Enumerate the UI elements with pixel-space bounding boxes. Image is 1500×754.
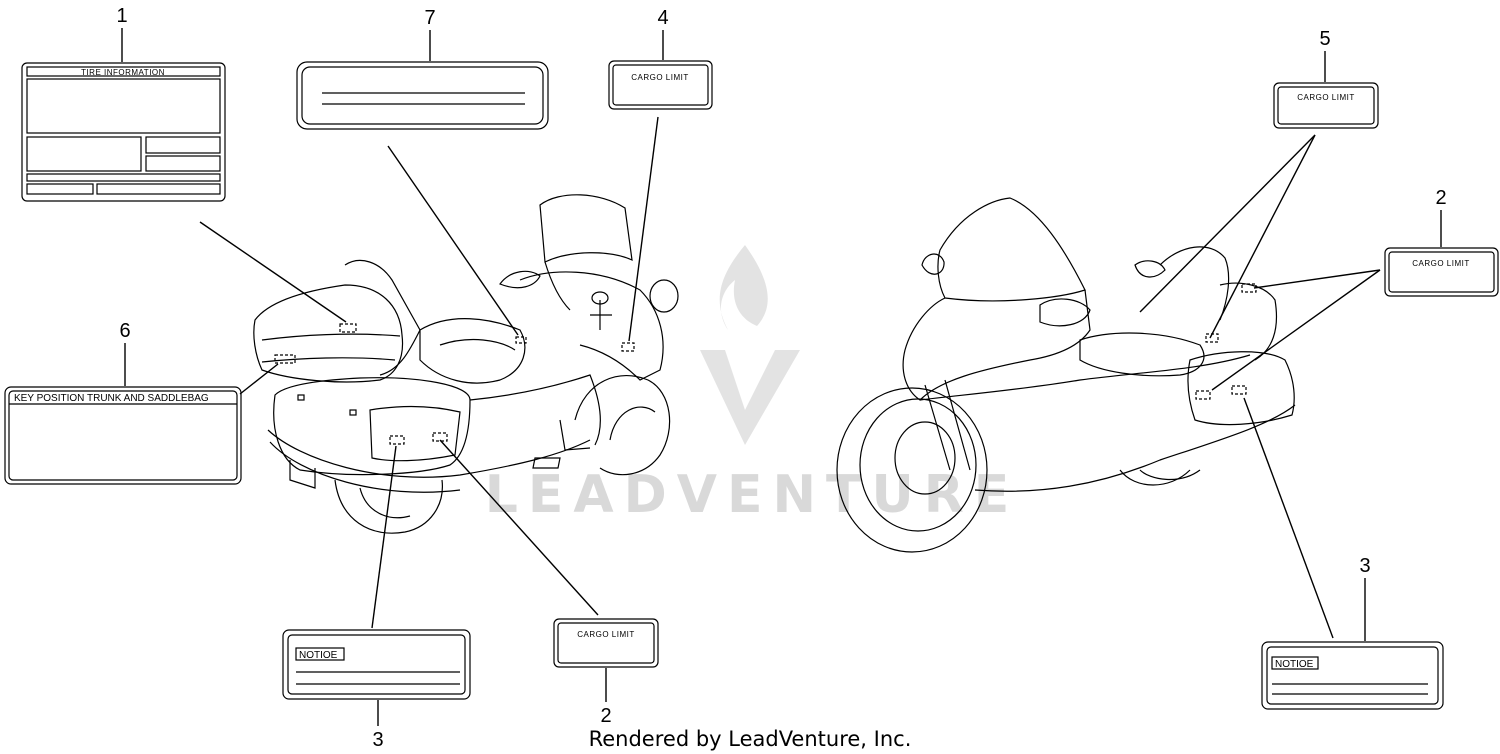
cargo-limit-label-5: CARGO LIMIT [1273,51,1379,129]
tire-information-title: TIRE INFORMATION [81,68,165,77]
callout-2-right: 2 [1435,187,1446,209]
key-position-text: KEY POSITION TRUNK AND SADDLEBAG [14,393,209,404]
motorcycle-left-illustration [253,194,679,534]
cargo-limit-text-4: CARGO LIMIT [631,73,689,82]
callout-3-left: 3 [372,729,383,751]
cargo-limit-label-2-left: CARGO LIMIT [553,618,659,702]
cargo-limit-text-2-right: CARGO LIMIT [1412,259,1470,268]
cargo-limit-text-5: CARGO LIMIT [1297,93,1355,102]
cargo-limit-label-2-right: CARGO LIMIT [1384,210,1499,297]
leader-lines [199,116,1381,639]
notice-label-left: NOTIOE [282,629,471,726]
key-position-label: KEY POSITION TRUNK AND SADDLEBAG [4,343,242,485]
label-7 [296,30,549,130]
motorcycle-right-illustration [836,197,1296,553]
callout-3-right: 3 [1359,555,1370,577]
notice-text-left: NOTIOE [299,650,338,661]
callout-1: 1 [116,5,127,27]
callout-5: 5 [1319,28,1330,50]
notice-text-right: NOTIOE [1275,659,1314,670]
cargo-limit-label-4: CARGO LIMIT [608,30,713,110]
callout-6: 6 [119,320,130,342]
cargo-limit-text-2-left: CARGO LIMIT [577,630,635,639]
watermark: LEADVENTURE [485,245,1020,525]
callout-7: 7 [424,7,435,29]
footer-credit: Rendered by LeadVenture, Inc. [589,727,912,751]
watermark-v-icon [700,350,800,445]
watermark-text: LEADVENTURE [485,465,1020,525]
watermark-flame-icon [719,245,768,330]
callout-2-left: 2 [600,705,611,727]
tire-information-label: TIRE INFORMATION [21,28,226,202]
notice-label-right: NOTIOE [1261,578,1444,710]
callout-4: 4 [657,7,668,29]
